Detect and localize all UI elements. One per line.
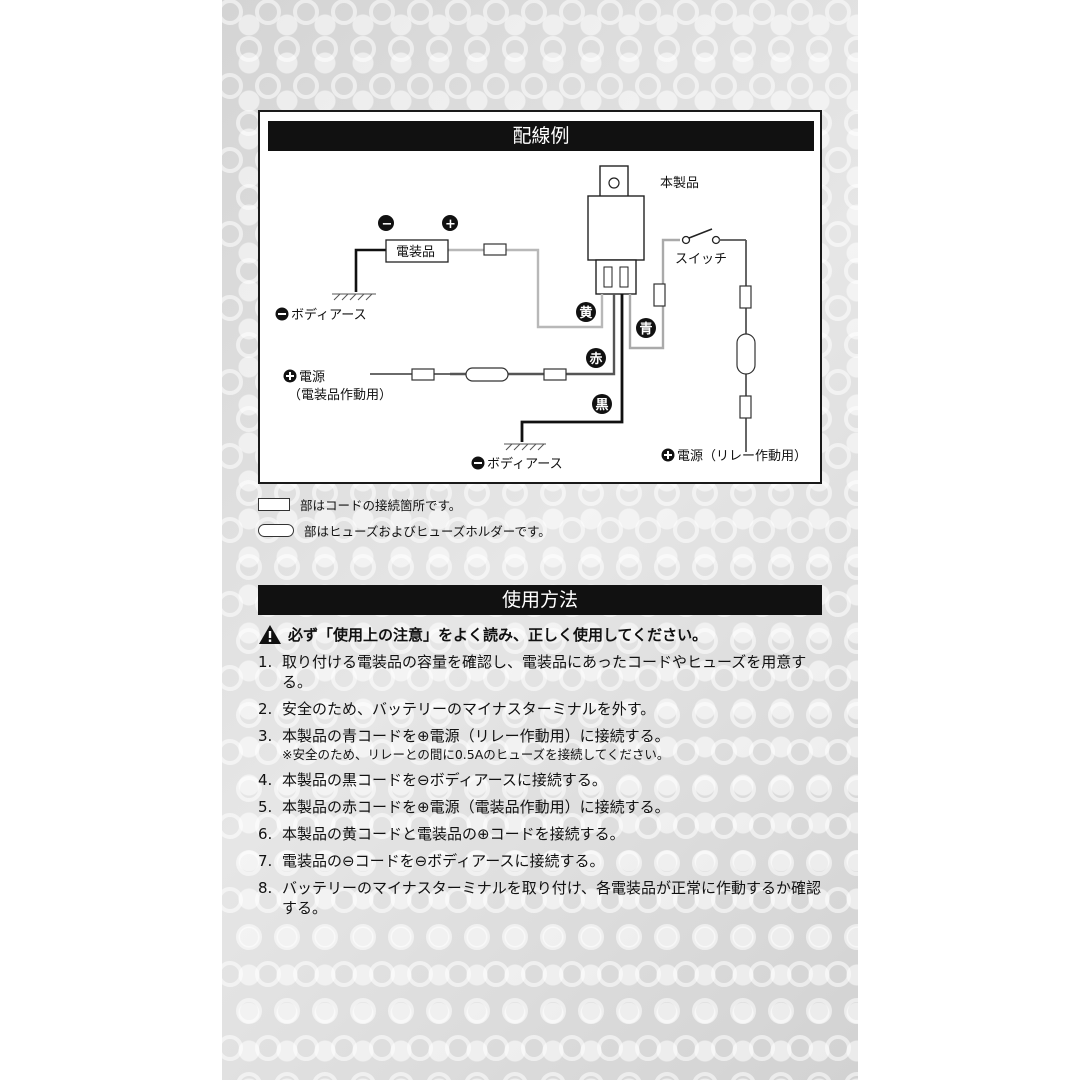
yellow-wire bbox=[510, 248, 604, 329]
wires bbox=[354, 238, 747, 452]
relay-pin bbox=[603, 266, 613, 288]
step-text: 安全のため、バッテリーのマイナスターミナルを外す。 bbox=[282, 700, 656, 718]
warning-icon bbox=[259, 624, 281, 644]
step-item: 7. 電装品の⊖コードを⊖ボディアースに接続する。 bbox=[258, 851, 826, 871]
relay-tab-hole bbox=[608, 177, 620, 189]
usage-title: 使用方法 bbox=[258, 585, 822, 615]
device-minus-symbol: − bbox=[382, 217, 393, 232]
step-item: 4. 本製品の黒コードを⊖ボディアースに接続する。 bbox=[258, 770, 826, 790]
connector bbox=[653, 283, 666, 307]
body-earth-label-1: ボディアース bbox=[291, 307, 367, 323]
step-number: 1. bbox=[258, 653, 273, 671]
device-plus-symbol: + bbox=[445, 217, 456, 232]
step-text: 本製品の黄コードと電装品の⊕コードを接続する。 bbox=[282, 825, 625, 843]
step-item: 3. 本製品の青コードを⊕電源（リレー作動用）に接続する。 ※安全のため、リレーとの… bbox=[258, 726, 826, 763]
body-earth-label-2: ボディアース bbox=[487, 456, 563, 472]
red-badge-label: 赤 bbox=[590, 351, 603, 367]
step-number: 4. bbox=[258, 771, 273, 789]
connector bbox=[543, 368, 567, 381]
switch-symbol: スイッチ bbox=[675, 228, 746, 267]
step-text: 本製品の赤コードを⊕電源（電装品作動用）に接続する。 bbox=[282, 798, 670, 816]
black-badge-label: 黒 bbox=[596, 397, 609, 413]
diagram-title: 配線例 bbox=[268, 121, 814, 151]
step-text: バッテリーのマイナスターミナルを取り付け、各電装品が正常に作動するか確認する。 bbox=[282, 879, 821, 917]
power-device-sub-label: （電装品作動用） bbox=[288, 388, 392, 403]
relay-product: 本製品 bbox=[587, 165, 699, 295]
yellow-badge-label: 黄 bbox=[580, 305, 593, 321]
connector bbox=[483, 243, 507, 256]
terminal-labels: ボディアース ボディアース 電源 （電装品作動用） 電源（リレー作動用） bbox=[275, 307, 807, 472]
step-number: 3. bbox=[258, 727, 273, 745]
fuse bbox=[736, 333, 756, 375]
usage-instructions: 必ず「使用上の注意」をよく読み、正しく使用してください。 1. 取り付ける電装品の… bbox=[258, 622, 826, 925]
fuse-legend-icon bbox=[258, 523, 294, 537]
step-number: 7. bbox=[258, 852, 273, 870]
wiring-schematic: 本製品 スイッチ bbox=[275, 165, 807, 472]
device-label: 電装品 bbox=[396, 245, 435, 260]
relay-pin bbox=[619, 266, 629, 288]
step-item: 8. バッテリーのマイナスターミナルを取り付け、各電装品が正常に作動するか確認する… bbox=[258, 878, 826, 918]
wiring-diagram: 配線例 本製品 bbox=[258, 110, 822, 484]
product-label: 本製品 bbox=[660, 176, 699, 191]
connector bbox=[411, 368, 435, 381]
steps-list: 1. 取り付ける電装品の容量を確認し、電装品にあったコードやヒューズを用意する。 2… bbox=[258, 652, 826, 918]
relay-body bbox=[587, 195, 645, 261]
device-minus-icon bbox=[378, 215, 394, 231]
legend-fuse: 部はヒューズおよびヒューズホルダーです。 bbox=[258, 520, 551, 540]
connector bbox=[739, 285, 752, 309]
step-text: 電装品の⊖コードを⊖ボディアースに接続する。 bbox=[282, 852, 605, 870]
wire-color-badges: 黄 青 赤 黒 bbox=[576, 302, 656, 414]
step-number: 6. bbox=[258, 825, 273, 843]
switch-label: スイッチ bbox=[675, 252, 727, 267]
device: 電装品 − + bbox=[378, 215, 458, 263]
yellow-badge bbox=[576, 302, 596, 322]
step-number: 8. bbox=[258, 879, 273, 897]
black-wire bbox=[520, 294, 624, 442]
step-item: 2. 安全のため、バッテリーのマイナスターミナルを外す。 bbox=[258, 699, 826, 719]
blue-badge bbox=[636, 318, 656, 338]
step-item: 1. 取り付ける電装品の容量を確認し、電装品にあったコードやヒューズを用意する。 bbox=[258, 652, 826, 692]
step-number: 2. bbox=[258, 700, 273, 718]
ground-symbols bbox=[332, 293, 546, 451]
relay-socket bbox=[595, 259, 637, 295]
warning-text: 必ず「使用上の注意」をよく読み、正しく使用してください。 bbox=[288, 625, 708, 644]
step-text: 本製品の黒コードを⊖ボディアースに接続する。 bbox=[282, 771, 607, 789]
legend-connector-text: 部はコードの接続箇所です。 bbox=[300, 497, 462, 513]
connectors bbox=[411, 243, 756, 419]
step-note: ※安全のため、リレーとの間に0.5Aのヒューズを接続してください。 bbox=[282, 747, 670, 762]
power-relay-label: 電源（リレー作動用） bbox=[677, 449, 807, 464]
legend-fuse-text: 部はヒューズおよびヒューズホルダーです。 bbox=[304, 523, 551, 539]
device-minus-wire bbox=[354, 248, 388, 292]
warning-line: 必ず「使用上の注意」をよく読み、正しく使用してください。 bbox=[258, 622, 826, 646]
step-item: 5. 本製品の赤コードを⊕電源（電装品作動用）に接続する。 bbox=[258, 797, 826, 817]
connector bbox=[739, 395, 752, 419]
black-badge bbox=[592, 394, 612, 414]
blue-wire bbox=[628, 238, 680, 350]
device-plus-icon bbox=[442, 215, 458, 231]
legend-connector: 部はコードの接続箇所です。 bbox=[258, 494, 461, 514]
fuse bbox=[465, 367, 509, 382]
step-text: 取り付ける電装品の容量を確認し、電装品にあったコードやヒューズを用意する。 bbox=[282, 653, 807, 691]
power-device-label: 電源 bbox=[299, 370, 325, 385]
step-text: 本製品の青コードを⊕電源（リレー作動用）に接続する。 bbox=[282, 727, 670, 745]
step-number: 5. bbox=[258, 798, 273, 816]
blue-badge-label: 青 bbox=[640, 321, 653, 337]
step-item: 6. 本製品の黄コードと電装品の⊕コードを接続する。 bbox=[258, 824, 826, 844]
red-badge bbox=[586, 348, 606, 368]
device-box bbox=[385, 239, 449, 263]
connector-legend-icon bbox=[258, 497, 290, 511]
instruction-panel: 配線例 本製品 bbox=[222, 0, 858, 1080]
